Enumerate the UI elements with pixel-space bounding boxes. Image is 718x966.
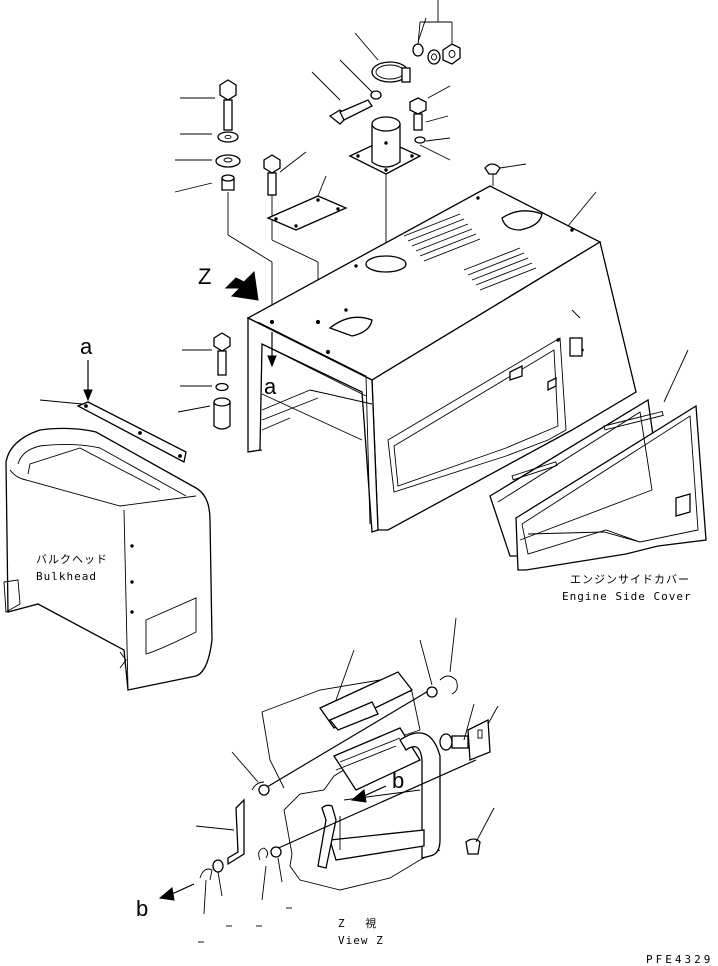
- mount-bolt-stack: [177, 332, 231, 430]
- a-top-label: a: [80, 334, 93, 359]
- drawing-number: PFE4329: [646, 953, 714, 966]
- engine-side-cover: [489, 349, 707, 571]
- top-right-nuts: [412, 0, 461, 65]
- z-view-arrow: [224, 270, 259, 301]
- exhaust-pipe: [348, 85, 451, 255]
- side-cover-label-jp: エンジンサイドカバー: [570, 573, 690, 586]
- a-frame-arrow: [267, 332, 277, 368]
- a-frame-label: a: [264, 374, 277, 399]
- bulkhead-label-en: Bulkhead: [36, 570, 97, 583]
- view-z-label-en: View Z: [338, 934, 384, 947]
- cover-plate: [266, 175, 348, 231]
- z-arrow-label: Z: [198, 264, 212, 289]
- bolt-top-left: [174, 79, 273, 310]
- bulkhead: [3, 399, 213, 691]
- clamp-ring: [311, 32, 411, 125]
- view-z-label-jp: Z 視: [338, 917, 378, 930]
- bulkhead-label-jp: バルクヘッド: [36, 553, 108, 566]
- engine-hood: [246, 185, 637, 533]
- b-left-label: b: [136, 896, 149, 921]
- vent-upper: [403, 213, 481, 262]
- rubber-plug: [484, 163, 527, 186]
- vent-lower: [463, 247, 537, 291]
- side-cover-label-en: Engine Side Cover: [562, 590, 692, 603]
- a-top-arrow: [83, 360, 93, 402]
- view-z-assembly: [158, 617, 499, 943]
- b-right-label: b: [392, 768, 405, 793]
